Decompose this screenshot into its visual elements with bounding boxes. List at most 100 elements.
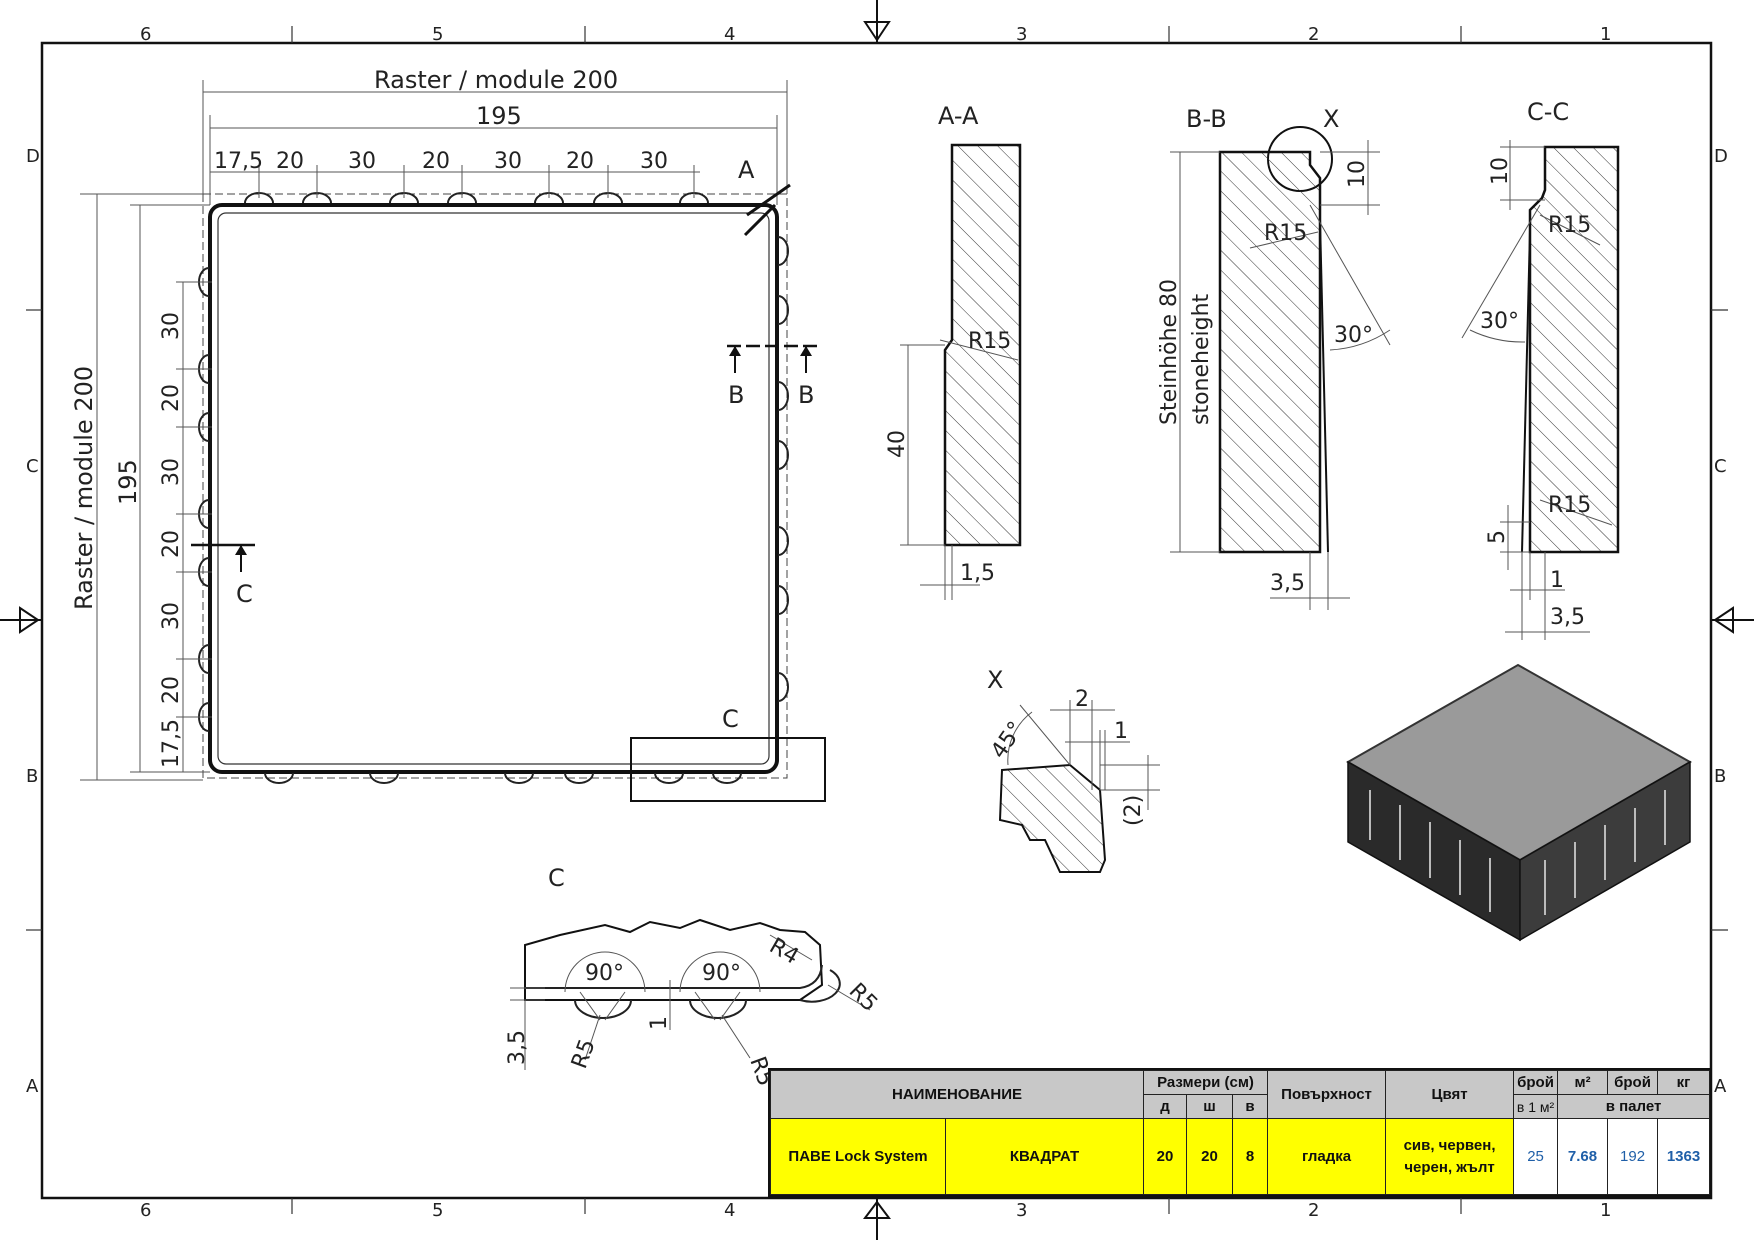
bb-height-de: Steinhöhe 80 xyxy=(1157,279,1182,425)
col-label-2: 2 xyxy=(1308,24,1319,45)
detail-c-g: 1 xyxy=(647,1016,672,1030)
drawing-frame xyxy=(40,41,1713,1200)
left-dim-labels: 30 20 30 20 30 20 17,5 xyxy=(159,312,184,768)
section-mark-b-right: B xyxy=(798,381,814,409)
aa-radius: R15 xyxy=(968,329,1011,354)
bb-angle: 30° xyxy=(1334,323,1373,348)
isometric-stone-view xyxy=(1345,663,1693,942)
row-label-d-right: D xyxy=(1714,146,1728,167)
title-block-table: НАИМЕНОВАНИЕ Размери (см) Повърхност Цвя… xyxy=(769,1070,1711,1195)
cc-offset-2: 3,5 xyxy=(1550,605,1585,630)
value-width: 20 xyxy=(1186,1118,1234,1195)
top-dim-1: 17,5 xyxy=(214,149,263,174)
plan-top-dimensions xyxy=(202,80,788,205)
value-colors: сив, червен, черен, жълт xyxy=(1385,1118,1515,1195)
bb-height-en: stoneheight xyxy=(1189,293,1214,425)
detail-c-angle-1: 90° xyxy=(585,961,624,986)
section-bb: B-B X 10 R15 30° Steinhöhe 80 stoneheigh… xyxy=(1157,105,1391,610)
cc-small: 5 xyxy=(1485,530,1510,544)
spacer-nubs xyxy=(198,192,789,784)
row-label-d: D xyxy=(26,146,40,167)
header-color: Цвят xyxy=(1385,1070,1515,1119)
header-width: ш xyxy=(1186,1094,1234,1119)
section-mark-b-left: B xyxy=(728,381,744,409)
value-surface: гладка xyxy=(1267,1118,1387,1195)
detail-c-angle-2: 90° xyxy=(702,961,741,986)
module-label-left: Raster / module 200 xyxy=(70,366,98,610)
section-cc-title: C-C xyxy=(1527,98,1569,126)
bb-top: 10 xyxy=(1345,160,1370,188)
col-label-3: 3 xyxy=(1016,24,1027,45)
header-count: брой xyxy=(1513,1070,1559,1095)
detail-c-r2: R5 xyxy=(844,979,882,1017)
header-length: д xyxy=(1143,1094,1188,1119)
top-dim-labels: 17,5 20 30 20 30 20 30 xyxy=(214,149,668,174)
value-height: 8 xyxy=(1232,1118,1269,1195)
section-aa-title: A-A xyxy=(938,102,979,130)
left-dim-4: 20 xyxy=(159,530,184,558)
size-label-left: 195 xyxy=(114,459,142,505)
plan-left-dimensions xyxy=(80,193,212,781)
plan-view: Raster / module 200 195 17,5 20 30 20 30… xyxy=(70,66,826,802)
col-label-5-bottom: 5 xyxy=(432,1200,443,1221)
left-dim-6: 20 xyxy=(159,676,184,704)
cc-angle: 30° xyxy=(1480,309,1519,334)
top-dim-6: 20 xyxy=(566,149,594,174)
section-aa: A-A 40 R15 1,5 xyxy=(885,102,1022,600)
top-dim-7: 30 xyxy=(640,149,668,174)
value-length: 20 xyxy=(1143,1118,1188,1195)
cc-radius-top: R15 xyxy=(1548,213,1591,238)
row-label-a-right: A xyxy=(1714,1076,1727,1097)
detail-x: X 45° 2 1 (2) xyxy=(986,666,1160,873)
col-label-4-bottom: 4 xyxy=(724,1200,735,1221)
product-name: ПАВЕ Lock System xyxy=(770,1118,946,1195)
col-label-4: 4 xyxy=(724,24,735,45)
top-dim-2: 20 xyxy=(276,149,304,174)
title-block: НАИМЕНОВАНИЕ Размери (см) Повърхност Цвя… xyxy=(768,1068,1711,1197)
detail-c-title: C xyxy=(548,864,565,892)
bb-radius: R15 xyxy=(1264,221,1307,246)
section-mark-a: A xyxy=(738,156,755,184)
header-kg: кг xyxy=(1657,1070,1711,1095)
left-dim-7: 17,5 xyxy=(159,719,184,768)
header-height: в xyxy=(1232,1094,1269,1119)
detail-c-h: 3,5 xyxy=(505,1030,530,1065)
left-dim-2: 20 xyxy=(159,384,184,412)
zone-ticks xyxy=(26,26,1728,1214)
bb-bottom: 3,5 xyxy=(1270,571,1305,596)
header-name: НАИМЕНОВАНИЕ xyxy=(769,1070,1145,1119)
color-line-1: сив, червен, xyxy=(1403,1136,1496,1154)
color-line-2: черен, жълт xyxy=(1404,1158,1495,1176)
col-label-6-bottom: 6 xyxy=(140,1200,151,1221)
header-dimensions: Размери (см) xyxy=(1143,1070,1269,1095)
section-cc: C-C 10 R15 30° R15 5 1 3,5 xyxy=(1461,98,1620,640)
top-dim-5: 30 xyxy=(494,149,522,174)
detail-x-d2: 1 xyxy=(1114,719,1128,744)
col-label-5: 5 xyxy=(432,24,443,45)
header-surface: Повърхност xyxy=(1267,1070,1387,1119)
detail-c: C 90° 90° R4 R5 R5 R5 3,5 1 xyxy=(505,864,882,1090)
value-kg: 1363 xyxy=(1657,1118,1711,1195)
row-label-b: B xyxy=(26,766,38,787)
col-label-1: 1 xyxy=(1600,24,1611,45)
bb-detail-x: X xyxy=(1323,105,1339,133)
zone-labels: 6 5 4 3 2 1 6 5 4 3 2 1 D C B A D C B A xyxy=(26,24,1728,1221)
stone-outline xyxy=(208,203,779,774)
left-dim-3: 30 xyxy=(159,458,184,486)
top-dim-3: 30 xyxy=(348,149,376,174)
detail-box-label: C xyxy=(722,705,739,733)
detail-c-r1: R4 xyxy=(765,934,803,970)
value-per-m2: 25 xyxy=(1513,1118,1559,1195)
row-label-c-right: C xyxy=(1714,456,1727,477)
product-shape: КВАДРАТ xyxy=(944,1118,1145,1195)
detail-c-r3: R5 xyxy=(567,1036,601,1072)
cc-offset-1: 1 xyxy=(1550,568,1564,593)
detail-x-angle: 45° xyxy=(986,717,1029,763)
col-label-1-bottom: 1 xyxy=(1600,1200,1611,1221)
section-bb-title: B-B xyxy=(1186,105,1227,133)
row-label-b-right: B xyxy=(1714,766,1726,787)
stone-inner-outline xyxy=(217,212,770,765)
col-label-6: 6 xyxy=(140,24,151,45)
